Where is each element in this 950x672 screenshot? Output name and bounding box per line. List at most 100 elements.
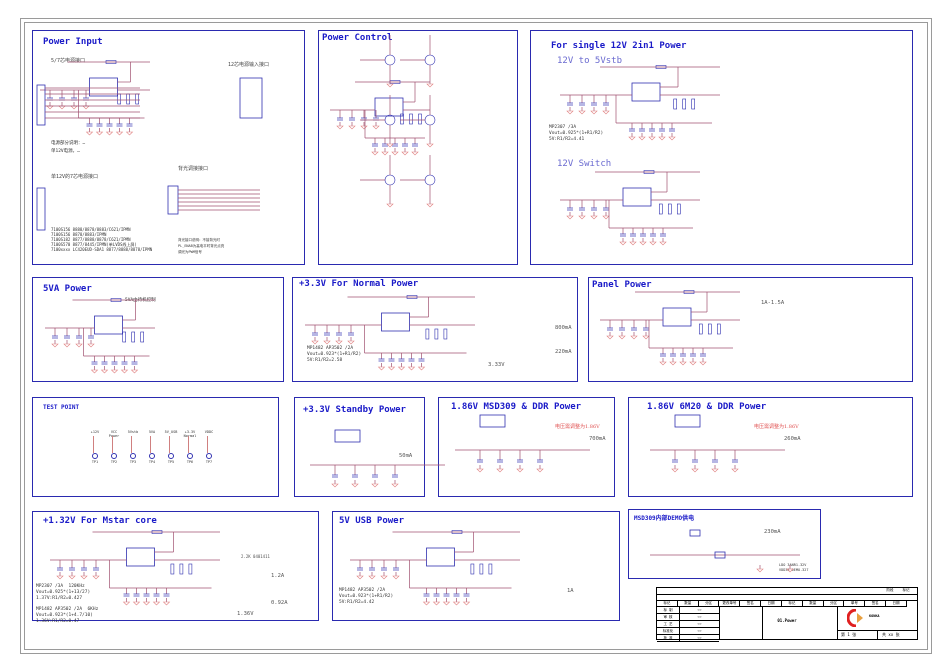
ground-icon (401, 151, 409, 156)
6m20-ddr-panel: 1.86V 6M20 & DDR Power 电压需调整为1.86V 260mA (628, 397, 913, 497)
ground-icon (476, 468, 484, 473)
test-point-net-label: +12V (90, 430, 100, 434)
ground-icon (649, 241, 657, 246)
ground-icon (386, 83, 394, 88)
ground-icon (152, 601, 161, 606)
ground-icon (368, 575, 376, 580)
ic-chip (631, 82, 661, 102)
sheet-total: 共 xx 张 (882, 632, 900, 637)
ground-icon (417, 366, 426, 371)
panel-title: 1.86V MSD309 & DDR Power (451, 402, 582, 412)
title-block-col: 标记 (782, 600, 803, 606)
current-label: 220mA (555, 349, 572, 355)
ground-icon (110, 369, 119, 374)
ground-icon (536, 468, 544, 473)
test-point-pad-icon[interactable] (111, 453, 117, 459)
ground-icon (407, 366, 416, 371)
test-point-net-label: VDDC (204, 430, 214, 434)
test-point-pad-icon[interactable] (206, 453, 212, 459)
title-block-col: 单号 (844, 600, 866, 606)
test-point-net-label: 5Vstb (127, 430, 139, 434)
test-point-pad-icon[interactable] (130, 453, 136, 459)
label: 单12V的7芯电源接口 (51, 174, 99, 180)
ground-icon (356, 575, 364, 580)
outer-frame (20, 18, 932, 654)
ground-icon (87, 343, 95, 348)
ic-chip (167, 185, 179, 215)
resistor-icon (406, 295, 418, 299)
formula: MP1482 AP3502 /2A 6KHz Vout=0.923*(1+4.7… (36, 607, 99, 624)
annotation: 电压需调整为1.86V (555, 424, 600, 430)
ground-icon (63, 343, 71, 348)
ic-chip (94, 315, 123, 335)
ground-icon (372, 125, 380, 130)
corner-label: 标记 (902, 588, 910, 592)
label: 12芯电源输入接口 (228, 62, 270, 68)
test-point-pad-icon[interactable] (149, 453, 155, 459)
ground-icon (432, 601, 441, 606)
resistor-icon (667, 203, 672, 215)
test-point-wire (188, 436, 193, 453)
test-point-net-label: 5V_USB (164, 430, 178, 434)
panel-title: 5V USB Power (339, 516, 405, 526)
test-point-pad-icon[interactable] (168, 453, 174, 459)
ic-chip (714, 551, 726, 559)
ground-icon (756, 568, 764, 573)
ground-icon (115, 131, 124, 136)
note: 5VA由待机控制 (125, 298, 156, 303)
test-point-wire (131, 436, 136, 453)
test-point-pad-icon[interactable] (187, 453, 193, 459)
formula: MP2307 /3A 120KHz Vout=0.925*(1+13/27) 1… (36, 584, 91, 601)
resistor-icon (479, 563, 484, 575)
resistor-icon (425, 328, 430, 340)
ground-icon (642, 335, 650, 340)
test-point-wire (207, 436, 212, 453)
resistor-icon (140, 331, 144, 343)
ground-icon (606, 335, 614, 340)
ground-icon (619, 241, 627, 246)
ground-icon (671, 468, 679, 473)
ground-icon (566, 110, 574, 115)
ground-icon (331, 483, 339, 488)
ic-chip (334, 429, 361, 443)
subtitle: 12V to 5Vstb (557, 56, 623, 66)
ground-icon (130, 369, 139, 374)
annotation: 电压需调整为1.86V (754, 424, 799, 430)
ground-icon (100, 369, 109, 374)
ground-icon (426, 83, 434, 88)
ground-icon (335, 340, 343, 345)
ground-icon (422, 601, 431, 606)
ground-icon (371, 151, 379, 156)
resistor-icon (434, 328, 439, 340)
ground-icon (566, 215, 574, 220)
ground-icon (602, 215, 610, 220)
model-list: 7100S156 8888/8878/8883/C621/IPMN 7100S1… (51, 227, 153, 252)
resistor-icon (443, 328, 448, 340)
panel-power-panel: Panel Power 1A-1.5A (588, 277, 913, 382)
5va-power-panel: 5VA Power 5VA由待机控制 (32, 277, 284, 382)
ground-icon (659, 241, 667, 246)
ground-icon (731, 468, 739, 473)
test-point-ref: TP2 (110, 460, 118, 464)
resistor-icon (676, 203, 681, 215)
ic-chip (426, 547, 455, 567)
ic-chip (689, 529, 701, 537)
ground-icon (442, 601, 451, 606)
test-point-pad-icon[interactable] (92, 453, 98, 459)
ground-icon (371, 483, 379, 488)
ground-icon (80, 575, 88, 580)
ground-icon (386, 143, 394, 148)
ground-icon (392, 575, 400, 580)
ic-chip (662, 307, 692, 327)
ground-icon (578, 215, 586, 220)
ground-icon (590, 215, 598, 220)
ground-icon (51, 343, 59, 348)
resistor-icon (135, 93, 139, 105)
ground-icon (629, 241, 637, 246)
test-point-net-label: +3.3V Normal (183, 430, 197, 438)
formula: MP1482 AP3502 /2A Vout=0.923*(1+R1/R2) 5… (339, 588, 394, 605)
panel-title: Power Control (322, 33, 393, 43)
sheet-name: 01.Power (777, 618, 797, 623)
resistor-icon (105, 60, 117, 64)
test-point-wire (93, 436, 98, 453)
